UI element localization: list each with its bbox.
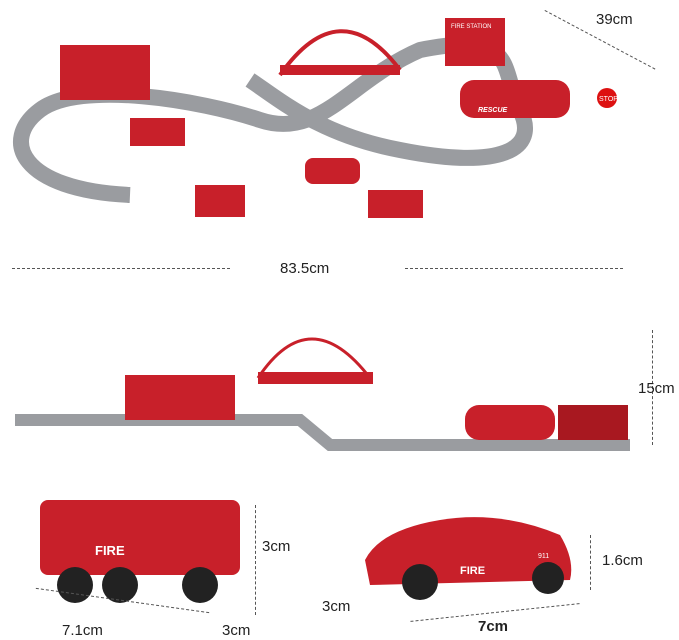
truck-width-label: 3cm — [222, 622, 251, 639]
toy-truck-top — [130, 118, 185, 146]
stop-sign — [597, 88, 617, 108]
svg-text:STOP: STOP — [599, 96, 618, 103]
bridge — [278, 29, 402, 77]
train — [460, 80, 570, 118]
car-height-line — [590, 535, 591, 590]
car-width-label: 3cm — [322, 598, 351, 615]
truck-height-label: 3cm — [262, 538, 291, 555]
height-label: 15cm — [638, 380, 675, 397]
svg-text:911: 911 — [538, 553, 549, 560]
depth-label: 39cm — [596, 11, 633, 28]
car-length-label: 7cm — [478, 618, 509, 635]
truck-height-line — [255, 505, 256, 615]
top-track — [13, 36, 533, 203]
svg-text:FIRE: FIRE — [95, 543, 125, 558]
height-line — [652, 330, 653, 445]
train-rescue-decal: RESCUE — [478, 107, 508, 114]
fire-station-sign: FIRE STATION — [451, 24, 491, 30]
toy-van-1 — [195, 185, 245, 217]
fire-station — [445, 18, 505, 66]
toy-van-2 — [368, 190, 423, 218]
length-line-left — [12, 268, 230, 269]
side-train — [465, 405, 555, 440]
car-height-label: 1.6cm — [602, 552, 643, 569]
length-label: 83.5cm — [280, 260, 330, 277]
svg-text:FIRE: FIRE — [460, 565, 485, 577]
fire-truck: FIRE — [40, 500, 240, 603]
side-tunnel — [125, 375, 235, 420]
fire-car: FIRE 911 — [365, 517, 572, 600]
tunnel — [60, 45, 150, 100]
truck-length-label: 7.1cm — [62, 622, 103, 639]
toy-car-top — [305, 158, 360, 184]
length-line-right — [405, 268, 623, 269]
side-bridge — [256, 337, 372, 379]
